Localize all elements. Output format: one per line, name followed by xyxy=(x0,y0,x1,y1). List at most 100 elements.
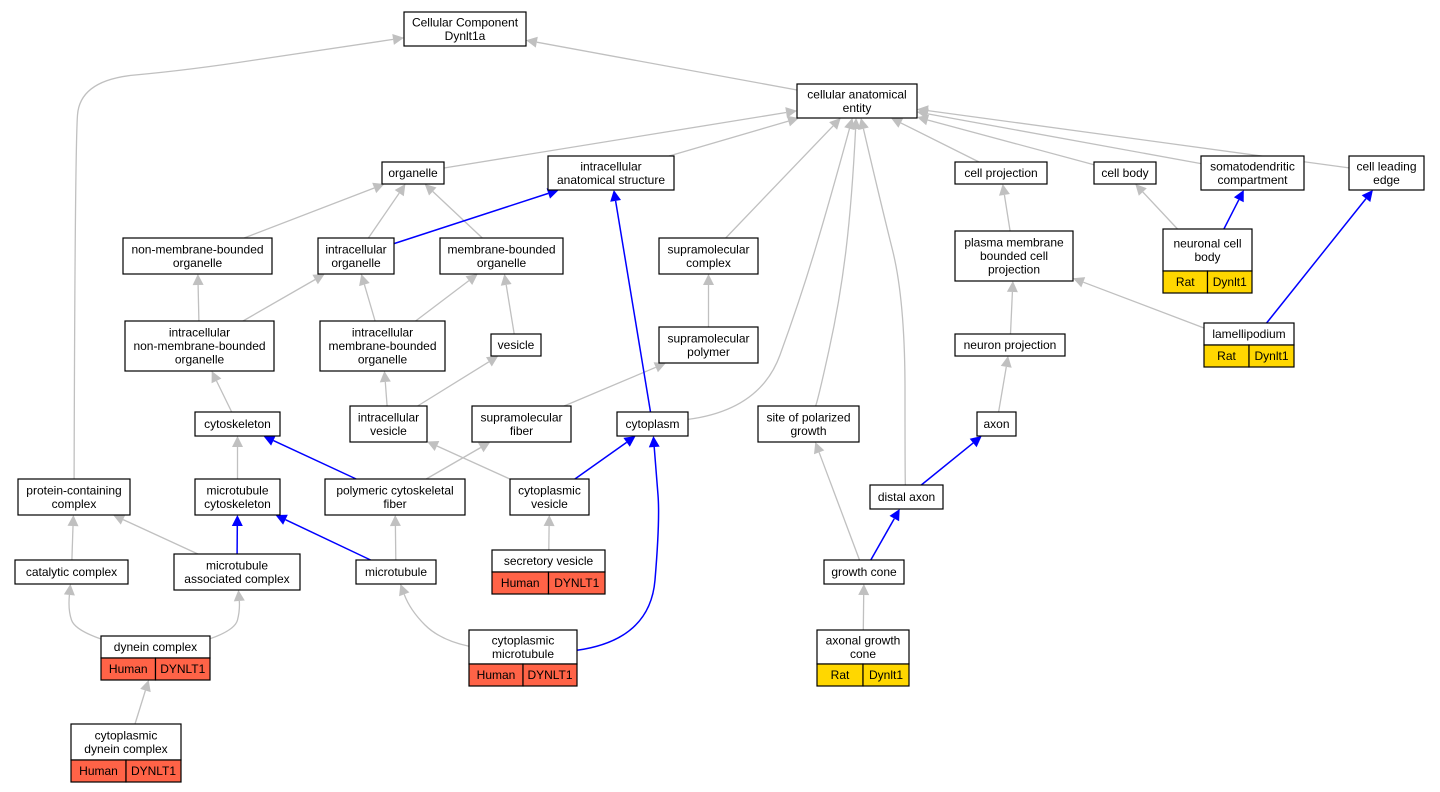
edge-growthcone-to-spg xyxy=(818,452,861,561)
node-inmbo[interactable]: intracellularnon-membrane-boundedorganel… xyxy=(124,320,275,372)
node-box xyxy=(319,320,446,372)
node-label-line: growth cone xyxy=(831,565,897,579)
node-box xyxy=(547,155,675,191)
arrowhead-mtac-to-pcc xyxy=(113,514,126,525)
node-label-line: distal axon xyxy=(878,490,935,504)
node-label-line: microtubule xyxy=(206,483,268,497)
edge-pcf-to-cytoskeleton xyxy=(273,439,357,480)
arrowhead-io-to-organelle xyxy=(394,184,406,197)
node-box xyxy=(823,559,905,585)
edge-ncb-to-somato xyxy=(1223,199,1240,230)
node-organelle[interactable]: organelle xyxy=(381,161,445,185)
edge-ias-to-cae xyxy=(668,120,789,157)
arrowhead-inmbo-to-io xyxy=(312,274,325,285)
arrowhead-pcf-to-cytoskeleton xyxy=(263,435,276,446)
gene-tag: DYNLT1 xyxy=(131,764,176,778)
node-box xyxy=(490,333,542,357)
edge-catalytic-to-pcc xyxy=(71,525,74,561)
edge-dynein-to-catalytic xyxy=(68,594,102,640)
node-label-line: vesicle xyxy=(498,338,535,352)
node-cellbody[interactable]: cell body xyxy=(1093,161,1157,185)
node-label-line: membrane-bounded xyxy=(328,339,436,353)
node-box xyxy=(976,411,1017,437)
node-label-line: organelle xyxy=(173,256,223,270)
node-cellproj[interactable]: cell projection xyxy=(954,161,1048,185)
node-label-line: dynein complex xyxy=(84,742,167,756)
node-label-line: edge xyxy=(1373,173,1400,187)
edge-axon-to-neuronproj xyxy=(997,366,1007,413)
node-neuronproj[interactable]: neuron projection xyxy=(954,333,1066,357)
arrowhead-organelle-to-cae xyxy=(785,107,797,118)
node-box xyxy=(471,405,572,443)
node-label-line: secretory vesicle xyxy=(504,554,594,568)
edge-cytoskeleton-to-inmbo xyxy=(215,380,233,413)
node-box xyxy=(349,405,428,443)
node-vesicle[interactable]: vesicle xyxy=(490,333,542,357)
gene-tag-cell xyxy=(547,571,606,595)
node-box xyxy=(816,629,910,665)
arrowhead-vesicle-to-mbo xyxy=(500,274,512,286)
species-tag: Rat xyxy=(1217,349,1236,363)
node-cytoskeleton[interactable]: cytoskeleton xyxy=(194,411,281,437)
node-box xyxy=(1348,155,1425,191)
node-box xyxy=(70,723,182,761)
arrowhead-agc-to-growthcone xyxy=(858,584,870,596)
arrowhead-dynein-to-mtac xyxy=(233,590,245,602)
edge-nmbo-to-organelle xyxy=(243,187,375,239)
node-label-line: microtubule xyxy=(365,565,427,579)
edge-inmbo-to-io xyxy=(242,278,316,322)
edge-imbo-to-mbo xyxy=(415,280,470,322)
node-catalytic[interactable]: catalytic complex xyxy=(14,559,129,585)
node-label-line: intracellular xyxy=(169,326,230,340)
arrowhead-distalaxon-to-axon xyxy=(969,436,982,448)
edge-cellbody-to-cae xyxy=(927,119,1095,166)
node-distalaxon[interactable]: distal axon xyxy=(869,484,944,510)
node-label-line: cytoplasmic xyxy=(518,483,581,497)
edge-ivesicle-to-imbo xyxy=(384,381,388,407)
node-box xyxy=(954,230,1074,282)
node-box xyxy=(954,333,1066,357)
node-axon[interactable]: axon xyxy=(976,411,1017,437)
edge-supfiber-to-suppolymer xyxy=(563,366,657,407)
node-growthcone[interactable]: growth cone xyxy=(823,559,905,585)
gene-tag-cell xyxy=(522,663,578,687)
node-label-line: intracellular xyxy=(325,242,386,256)
node-box xyxy=(757,405,860,443)
node-label-line: plasma membrane xyxy=(964,236,1064,250)
node-label-line: non-membrane-bounded xyxy=(133,339,265,353)
edge-organelle-to-cae xyxy=(443,111,787,169)
edge-io-to-organelle xyxy=(367,192,400,239)
node-microtubule[interactable]: microtubule xyxy=(355,559,437,585)
node-cytoplasm[interactable]: cytoplasm xyxy=(616,411,689,437)
node-label-line: organelle xyxy=(331,256,381,270)
node-label-line: compartment xyxy=(1217,173,1288,187)
